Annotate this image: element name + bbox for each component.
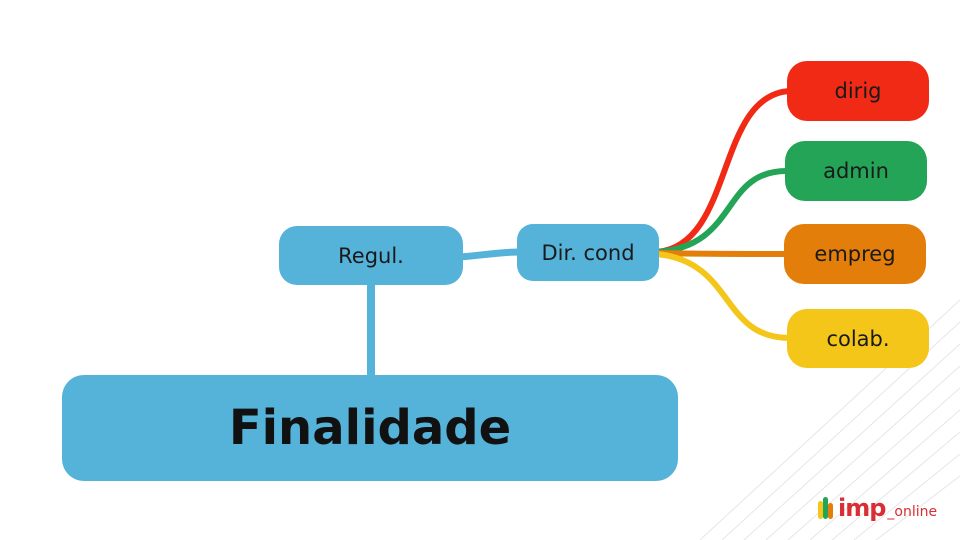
node-regul[interactable]: Regul. bbox=[279, 226, 463, 285]
node-dirig[interactable]: dirig bbox=[787, 61, 929, 121]
node-admin[interactable]: admin bbox=[785, 141, 927, 201]
connector-dircond-admin bbox=[654, 167, 791, 255]
imp-online-logo: imp _online bbox=[818, 493, 937, 523]
background-line bbox=[875, 475, 960, 540]
logo-mark-icon bbox=[818, 495, 834, 521]
node-dir-cond[interactable]: Dir. cond bbox=[517, 224, 659, 281]
background-line bbox=[787, 387, 960, 540]
background-line bbox=[743, 343, 960, 540]
connector-dircond-colab bbox=[654, 251, 793, 341]
connector-dircond-empreg bbox=[654, 250, 790, 257]
node-colab[interactable]: colab. bbox=[787, 309, 929, 368]
logo-brand: imp bbox=[838, 494, 886, 522]
background-line bbox=[809, 409, 960, 540]
background-line bbox=[853, 453, 960, 540]
background-line bbox=[765, 365, 960, 540]
connector-dircond-dirig bbox=[654, 88, 793, 255]
node-finalidade[interactable]: Finalidade bbox=[62, 375, 678, 481]
background-line bbox=[831, 431, 960, 540]
node-empreg[interactable]: empreg bbox=[784, 224, 926, 284]
logo-suffix: _online bbox=[887, 504, 938, 520]
connector-regul-dircond bbox=[456, 248, 524, 261]
connectors bbox=[367, 88, 793, 382]
